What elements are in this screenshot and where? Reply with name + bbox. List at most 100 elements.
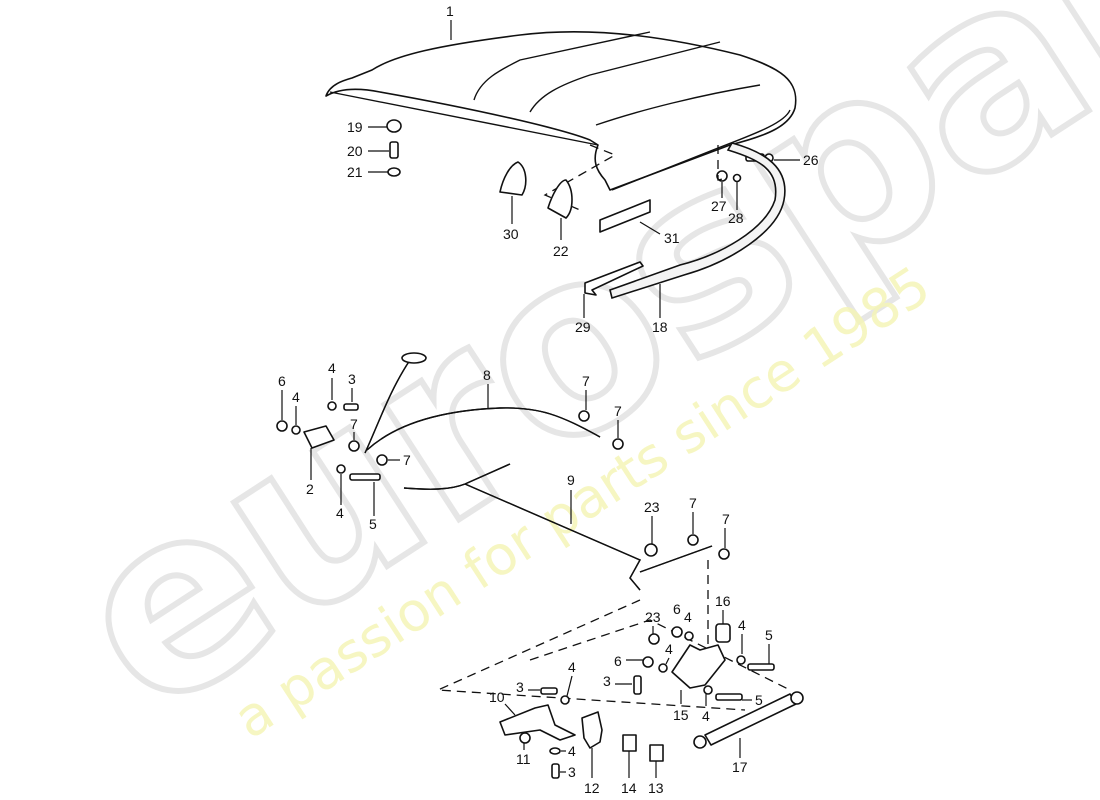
callout-7[interactable]: 7 — [350, 416, 358, 432]
callout-6[interactable]: 6 — [614, 653, 622, 669]
nut-6a[interactable] — [276, 420, 288, 432]
callout-21[interactable]: 21 — [347, 164, 363, 180]
washer-4b[interactable] — [327, 401, 337, 411]
buffer-16[interactable] — [715, 623, 731, 643]
nut-23b[interactable] — [648, 633, 660, 645]
washer-4a[interactable] — [291, 425, 301, 435]
screw-3b[interactable] — [540, 687, 558, 695]
hinge-15[interactable] — [671, 644, 726, 689]
shim-14[interactable] — [622, 734, 637, 752]
bush-7f[interactable] — [718, 548, 730, 560]
bush-7e[interactable] — [687, 534, 699, 546]
clip-11[interactable] — [519, 732, 531, 744]
callout-6[interactable]: 6 — [278, 373, 286, 389]
callout-7[interactable]: 7 — [582, 373, 590, 389]
bar-9[interactable] — [403, 463, 713, 591]
callout-31[interactable]: 31 — [664, 230, 680, 246]
callout-19[interactable]: 19 — [347, 119, 363, 135]
callout-5[interactable]: 5 — [755, 692, 763, 708]
callout-30[interactable]: 30 — [503, 226, 519, 242]
screw-3d[interactable] — [551, 763, 560, 779]
bracket-10[interactable] — [499, 704, 576, 741]
nut-6b[interactable] — [671, 626, 683, 638]
callout-7[interactable]: 7 — [689, 495, 697, 511]
gas-strut-17[interactable] — [693, 691, 804, 749]
washer-4d[interactable] — [684, 631, 694, 641]
callout-4[interactable]: 4 — [684, 609, 692, 625]
washer-4i[interactable] — [549, 747, 561, 755]
callout-23[interactable]: 23 — [645, 609, 661, 625]
bolt-5b[interactable] — [747, 663, 775, 671]
callout-3[interactable]: 3 — [603, 673, 611, 689]
callout-12[interactable]: 12 — [584, 780, 600, 796]
callout-9[interactable]: 9 — [567, 472, 575, 488]
bump-stop-19[interactable] — [386, 119, 402, 133]
bush-7a[interactable] — [348, 440, 360, 452]
washer-4c[interactable] — [336, 464, 346, 474]
callout-26[interactable]: 26 — [803, 152, 819, 168]
callout-23[interactable]: 23 — [644, 499, 660, 515]
callout-7[interactable]: 7 — [722, 511, 730, 527]
callout-18[interactable]: 18 — [652, 319, 668, 335]
callout-7[interactable]: 7 — [403, 452, 411, 468]
callout-13[interactable]: 13 — [648, 780, 664, 796]
plate-2[interactable] — [303, 425, 335, 449]
callout-29[interactable]: 29 — [575, 319, 591, 335]
cap-30[interactable] — [499, 161, 527, 196]
latch-12[interactable] — [581, 711, 603, 749]
shim-13[interactable] — [649, 744, 664, 762]
washer-4e[interactable] — [736, 655, 746, 665]
callout-17[interactable]: 17 — [732, 759, 748, 775]
screw-20[interactable] — [389, 141, 399, 159]
callout-15[interactable]: 15 — [673, 707, 689, 723]
callout-10[interactable]: 10 — [489, 689, 505, 705]
callout-4[interactable]: 4 — [292, 389, 300, 405]
callout-8[interactable]: 8 — [483, 367, 491, 383]
washer-4g[interactable] — [560, 695, 570, 705]
callout-28[interactable]: 28 — [728, 210, 744, 226]
callout-22[interactable]: 22 — [553, 243, 569, 259]
callout-16[interactable]: 16 — [715, 593, 731, 609]
bush-7b[interactable] — [376, 454, 388, 466]
bracket-29[interactable] — [584, 261, 644, 296]
callout-1[interactable]: 1 — [446, 3, 454, 19]
washer-4f[interactable] — [658, 663, 668, 673]
callout-4[interactable]: 4 — [702, 708, 710, 724]
nut-27[interactable] — [716, 170, 728, 182]
callout-4[interactable]: 4 — [336, 505, 344, 521]
nut-6c[interactable] — [642, 656, 654, 668]
callout-5[interactable]: 5 — [369, 516, 377, 532]
callout-4[interactable]: 4 — [665, 641, 673, 657]
screw-3c[interactable] — [633, 675, 642, 695]
bolt-5c[interactable] — [715, 693, 743, 701]
nut-23a[interactable] — [644, 543, 658, 557]
strip-31[interactable] — [599, 199, 651, 233]
seal-18[interactable] — [609, 142, 786, 300]
screw-3a[interactable] — [343, 403, 359, 411]
callout-2[interactable]: 2 — [306, 481, 314, 497]
cap-22[interactable] — [547, 179, 573, 219]
callout-4[interactable]: 4 — [738, 617, 746, 633]
callout-3[interactable]: 3 — [568, 764, 576, 780]
bush-7d[interactable] — [612, 438, 624, 450]
bar-8[interactable] — [364, 352, 601, 454]
callout-14[interactable]: 14 — [621, 780, 637, 796]
callout-3[interactable]: 3 — [516, 679, 524, 695]
callout-3[interactable]: 3 — [348, 371, 356, 387]
nut-21[interactable] — [387, 167, 401, 177]
callout-20[interactable]: 20 — [347, 143, 363, 159]
callout-4[interactable]: 4 — [568, 659, 576, 675]
callout-labels: 1 19 20 21 26 27 28 30 22 31 29 18 8 6 4… — [278, 3, 819, 796]
callout-4[interactable]: 4 — [568, 743, 576, 759]
callout-7[interactable]: 7 — [614, 403, 622, 419]
bush-7c[interactable] — [578, 410, 590, 422]
callout-27[interactable]: 27 — [711, 198, 727, 214]
callout-4[interactable]: 4 — [328, 360, 336, 376]
callout-11[interactable]: 11 — [516, 751, 531, 767]
bolt-5a[interactable] — [349, 473, 381, 481]
washer-28[interactable] — [732, 173, 742, 183]
callout-6[interactable]: 6 — [673, 601, 681, 617]
callout-5[interactable]: 5 — [765, 627, 773, 643]
washer-4h[interactable] — [703, 685, 713, 695]
